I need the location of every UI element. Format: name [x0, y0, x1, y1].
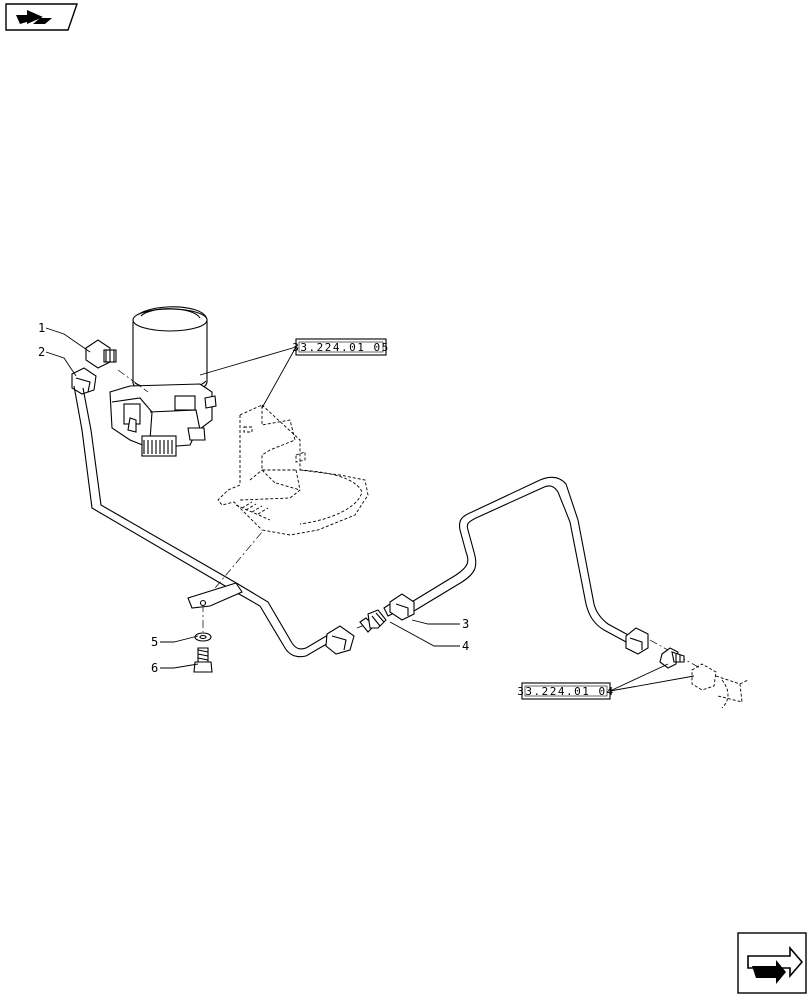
air-dryer-assembly	[109, 306, 217, 457]
reference-lower-leaders	[609, 663, 695, 692]
mounting-bracket	[217, 404, 369, 536]
elbow-fitting	[85, 339, 117, 369]
previous-page-button[interactable]	[5, 3, 78, 31]
callout-5: 5	[151, 635, 158, 649]
right-pipe	[409, 476, 631, 644]
next-page-button[interactable]	[737, 932, 807, 994]
reference-lower-text: 33.224.01 04	[517, 685, 614, 698]
pipe-clamp	[187, 582, 243, 609]
connected-hose	[691, 663, 749, 709]
callout-6: 6	[151, 661, 158, 675]
right-pipe-start-nut	[389, 593, 415, 621]
callout-2: 2	[38, 345, 45, 359]
bolt	[193, 647, 213, 673]
right-pipe-end-nut	[625, 627, 649, 655]
arrow-right-icon	[747, 945, 804, 984]
callout-4: 4	[462, 639, 469, 653]
end-connector	[659, 647, 685, 669]
arrow-left-icon	[16, 10, 52, 24]
reference-lower-link[interactable]: 33.224.01 04	[517, 682, 614, 700]
reference-upper-link[interactable]: 33.224.01 05	[292, 338, 389, 356]
reference-upper-text: 33.224.01 05	[292, 341, 389, 354]
callout-1: 1	[38, 321, 45, 335]
left-pipe-end-nut	[325, 625, 355, 655]
washer	[194, 632, 212, 642]
callout-3: 3	[462, 617, 469, 631]
left-pipe	[73, 385, 331, 658]
reference-upper-leaders	[199, 346, 297, 409]
pipe-nut-fitting	[71, 367, 97, 395]
callout-leaders	[45, 327, 460, 669]
